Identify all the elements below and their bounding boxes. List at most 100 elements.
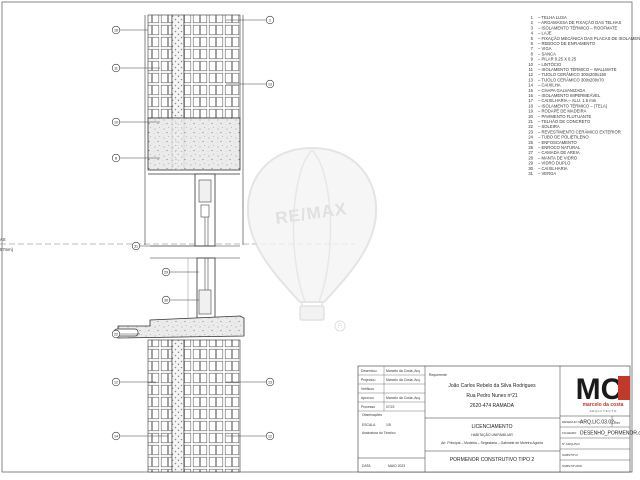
legend-number: 4 <box>531 31 534 36</box>
logo-letters: MC <box>576 373 623 406</box>
callout-circle <box>111 153 121 163</box>
architect-logo: MC marcelo da costa A R Q U I T E C T O <box>576 373 630 413</box>
legend-number: 24 <box>528 135 533 140</box>
upper-outer-leaf <box>147 14 173 119</box>
legend-entry: – CAIXILHA <box>538 83 561 88</box>
legend-entry: – RODAPÉ DE MADEIRA <box>538 109 587 114</box>
callout-number: 12 <box>114 380 118 384</box>
lower-inner-leaf <box>183 339 241 473</box>
date-value: MAIO 2023 <box>388 464 405 468</box>
legend-entry: – TELHÃO DE CONCRETO <box>538 119 591 124</box>
role-value: 07/22 <box>386 405 395 409</box>
legend-number: 17 <box>528 98 533 103</box>
legend-number: 28 <box>528 155 533 160</box>
legend-number: 8 <box>531 51 534 56</box>
callout-number: 14 <box>114 434 118 438</box>
callout-number: 8 <box>115 156 117 160</box>
legend-number: 29 <box>528 161 533 166</box>
legend-entry: – CHAPA GALVANIZADA <box>538 88 585 93</box>
legend-entry: – CAIXILHARIA <box>538 166 568 171</box>
legend-entry: – ISOLAMENTO TÉRMICO – (TELA) <box>538 103 608 108</box>
signature-label: Assinatura do Técnico <box>362 431 396 435</box>
callout-number: 11 <box>114 66 118 70</box>
field-value: DESENHO_PORMENOR.dwg <box>580 431 640 437</box>
callout-number: 13 <box>268 82 272 86</box>
callout-number: 31 <box>134 244 138 248</box>
legend-entry: – PAVIMENTO FLUTUANTE <box>538 114 591 119</box>
logo-subtitle: A R Q U I T E C T O <box>590 409 617 413</box>
legend-entry: – ENROCO NATURAL <box>538 145 581 150</box>
callout-circle <box>111 431 121 441</box>
window-profile-upper <box>198 179 212 203</box>
client-postcode: 2620-474 RAMADA <box>470 403 515 409</box>
requester-label: Requerente <box>429 373 447 377</box>
legend-entry: – REVESTIMENTO CERÂMICO EXTERIOR <box>538 129 621 134</box>
legend-number: 15 <box>528 88 533 93</box>
window-sill <box>117 315 245 339</box>
upper-insulation <box>171 14 185 119</box>
legend-number: 16 <box>528 93 533 98</box>
legend-number: 3 <box>531 25 534 30</box>
title-block <box>357 365 631 473</box>
callout-circle <box>111 117 121 127</box>
callout-circle <box>131 241 141 251</box>
field-label: DESENHO Nº <box>562 420 582 424</box>
date-label: DATA <box>362 464 371 468</box>
legend-entry: – ARGAMASSA DE FIXAÇÃO DAS TELHAS <box>538 20 621 25</box>
legend-number: 1 <box>531 15 534 20</box>
callout-circle <box>265 431 275 441</box>
legend-entry: – ENFOSCAMENTO <box>538 140 578 145</box>
legend-entry: – MANTA DE VIDRO <box>538 155 578 160</box>
legend-number: 20 <box>528 114 533 119</box>
legend-number: 19 <box>528 109 533 114</box>
legend-entry: – REBOCO DE ENFIAMENTO <box>538 41 596 46</box>
legend-entry: – ISOLAMENTO TÉRMICO – ROOFMATE <box>538 25 618 30</box>
window-profile-upper-2 <box>200 204 210 218</box>
legend-number: 11 <box>529 67 534 72</box>
callout-circle <box>111 377 121 387</box>
callout-circle <box>265 377 275 387</box>
legend-number: 9 <box>531 57 534 62</box>
callout-number: 10 <box>114 120 118 124</box>
role-label: Processo <box>361 405 375 409</box>
legend-entry: – LINTÓCIO <box>538 62 562 67</box>
legend-number: 7 <box>531 46 534 51</box>
callout-circle <box>265 79 275 89</box>
role-label: Projectou <box>361 378 375 382</box>
callout-circle <box>161 295 171 305</box>
role-value: Marcelo da Costa, Arq. <box>386 378 421 382</box>
legend-number: 18 <box>528 103 533 108</box>
revision-label: Rev <box>614 421 620 425</box>
work-description: Arr. Principal – Modelos – Segestaria – … <box>441 441 543 445</box>
legend-entry: – VIDRO DUPLO <box>538 161 571 166</box>
legend-entry: – FIXAÇÃO MECÂNICA DAS PLACAS DE ISOLAME… <box>538 36 640 41</box>
building-use: HABITAÇÃO UNIFAMILIAR <box>471 432 513 437</box>
callout-number: 22 <box>114 332 118 336</box>
client-name: João Carlos Rebelo da Silva Rodrigues <box>448 383 536 389</box>
window-profile-lower <box>198 289 212 315</box>
callout-leaders <box>120 19 266 437</box>
legend-entry: – CAMADA DE AREIA <box>538 150 580 155</box>
legend-number: 12 <box>528 72 533 77</box>
legend-number: 27 <box>528 150 533 155</box>
observations-label: Observações <box>362 413 382 417</box>
legend-number: 25 <box>528 140 533 145</box>
legend-number: 30 <box>528 166 533 171</box>
legend-entry: – TIJOLO CERÂMICO 300x200x150 <box>538 72 607 77</box>
lintel-beam <box>147 117 241 171</box>
scale-label: ESCALA <box>362 423 376 427</box>
legend-entry: – ISOLAMENTO TÉRMICO – WALLMATE <box>538 67 617 72</box>
legend-number: 22 <box>528 124 533 129</box>
left-note-line-2: 87mm) <box>0 247 14 252</box>
field-label: SUBSTITUI <box>562 453 578 457</box>
callout-number: 12 <box>268 434 272 438</box>
legend-entry: – TUBO DE POLIETILENO <box>538 135 589 140</box>
lower-insulation <box>171 339 185 473</box>
scale-value: 1/5 <box>386 423 391 427</box>
legend-entry: – PILAR 0.25 X 0.25 <box>538 57 577 62</box>
legend-entry: – SOLEIRA <box>538 124 560 129</box>
